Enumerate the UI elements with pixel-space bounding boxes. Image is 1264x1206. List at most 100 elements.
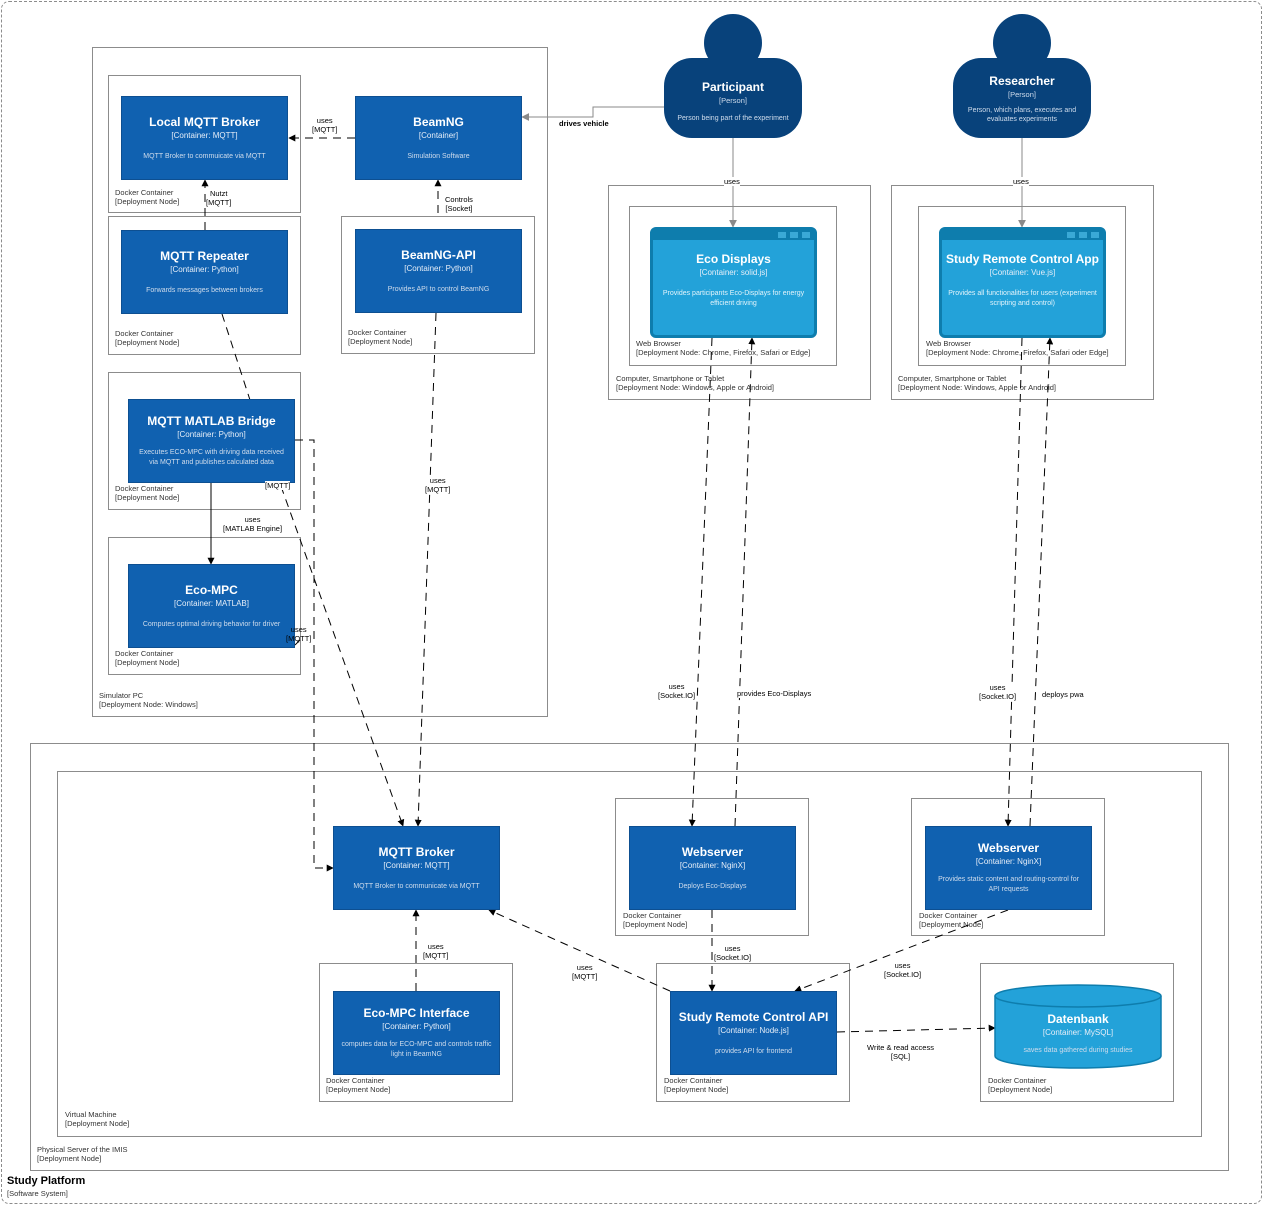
docker-label: Docker Container[Deployment Node] xyxy=(115,188,180,206)
docker-label: Docker Container[Deployment Node] xyxy=(664,1076,729,1094)
label-uses-researcher: uses xyxy=(1013,177,1029,186)
participant-type: [Person] xyxy=(719,96,747,105)
browser-right-label: Web Browser[Deployment Node: Chrome, Fir… xyxy=(926,339,1109,357)
mqtt-repeater[interactable]: MQTT Repeater [Container: Python] Forwar… xyxy=(121,230,288,314)
edge-displays-webserver xyxy=(688,337,713,827)
edge-api-mqtt-broker-2 xyxy=(488,909,671,992)
container-desc: Deploys Eco-Displays xyxy=(678,883,747,890)
mqtt-broker[interactable]: MQTT Broker [Container: MQTT] MQTT Broke… xyxy=(333,826,500,910)
system-title: Study Platform xyxy=(7,1175,86,1187)
virtual-machine-node xyxy=(57,771,1202,1137)
docker-node-remote-api xyxy=(656,963,850,1102)
container-type: [Container: solid.js] xyxy=(699,268,768,277)
container-desc: provides API for frontend xyxy=(714,1048,793,1055)
label-uses-mqtt-mpc: uses[MQTT] xyxy=(286,625,312,643)
container-desc: Computes optimal driving behavior for dr… xyxy=(142,621,281,628)
physical-server-node xyxy=(30,743,1229,1171)
study-remote-control-app[interactable]: Study Remote Control App [Container: Vue… xyxy=(939,227,1106,338)
docker-node-eco-mpc xyxy=(108,537,301,675)
mqtt-matlab-bridge[interactable]: MQTT MATLAB Bridge [Container: Python] E… xyxy=(128,399,295,483)
container-type: [Container: MATLAB] xyxy=(174,599,249,608)
edge-participant-beamng xyxy=(521,106,665,121)
docker-node-repeater xyxy=(108,216,301,355)
container-desc: saves data gathered during studies xyxy=(1023,1047,1133,1054)
simulator-pc-label: Simulator PC[Deployment Node: Windows] xyxy=(99,691,198,709)
label-uses-socketio-displays: uses[Socket.IO] xyxy=(658,682,696,700)
label-uses-mqtt: uses[MQTT] xyxy=(312,116,338,134)
docker-node-webserver2 xyxy=(911,798,1105,936)
container-name: Eco-MPC xyxy=(185,583,238,597)
container-type: [Container: Python] xyxy=(404,264,473,273)
edge-app-webserver2 xyxy=(1004,337,1023,827)
participant-person[interactable]: Participant [Person] Person being part o… xyxy=(664,58,802,138)
beamng[interactable]: BeamNG [Container] Simulation Software xyxy=(355,96,522,180)
edge-webserver2-api xyxy=(794,909,1009,993)
docker-label: Docker Container[Deployment Node] xyxy=(115,649,180,667)
label-uses-socketio-webserver2: uses[Socket.IO] xyxy=(884,961,922,979)
docker-node-matlab-bridge xyxy=(108,372,301,510)
local-mqtt-broker[interactable]: Local MQTT Broker [Container: MQTT] MQTT… xyxy=(121,96,288,180)
datenbank[interactable]: Datenbank [Container: MySQL] saves data … xyxy=(994,984,1162,1070)
edge-bridge-mqtt-broker xyxy=(295,439,334,872)
label-drives-vehicle: drives vehicle xyxy=(559,119,609,128)
container-name: MQTT Broker xyxy=(378,845,455,859)
eco-mpc[interactable]: Eco-MPC [Container: MATLAB] Computes opt… xyxy=(128,564,295,648)
container-desc: Forwards messages between brokers xyxy=(146,287,263,294)
browser-bar-icon xyxy=(653,230,814,240)
container-type: [Container: MQTT] xyxy=(383,861,450,870)
study-remote-control-api[interactable]: Study Remote Control API [Container: Nod… xyxy=(670,991,837,1075)
webserver-remote-control[interactable]: Webserver [Container: NginX] Provides st… xyxy=(925,826,1092,910)
edge-webserver2-app xyxy=(1029,337,1054,827)
label-uses-socketio-webserver1: uses[Socket.IO] xyxy=(714,944,752,962)
container-desc: Provides static content and routing-cont… xyxy=(938,876,1079,893)
container-type: [Container: MQTT] xyxy=(171,131,238,140)
container-desc: MQTT Broker to commuicate via MQTT xyxy=(143,153,266,160)
container-name: Eco Displays xyxy=(696,252,771,266)
container-name: Datenbank xyxy=(1047,1012,1109,1026)
eco-mpc-interface[interactable]: Eco-MPC Interface [Container: Python] co… xyxy=(333,991,500,1075)
simulator-pc-node xyxy=(92,47,548,717)
container-type: [Container: NginX] xyxy=(975,857,1042,866)
docker-node-beamng-api xyxy=(341,216,535,354)
docker-node-database xyxy=(980,963,1174,1102)
docker-node-webserver1 xyxy=(615,798,809,936)
participant-name: Participant xyxy=(701,80,764,94)
docker-label: Docker Container[Deployment Node] xyxy=(623,911,688,929)
container-desc: Simulation Software xyxy=(407,153,470,160)
container-desc: Provides all functionalities for users (… xyxy=(948,290,1097,307)
docker-label: Docker Container[Deployment Node] xyxy=(326,1076,391,1094)
label-provides-eco-displays: provides Eco-Displays xyxy=(737,689,812,698)
container-type: [Container] xyxy=(418,131,459,140)
label-nutzt-mqtt: Nutzt[MQTT] xyxy=(206,189,232,207)
container-type: [Container: Vue.js] xyxy=(989,268,1056,277)
container-name: Study Remote Control API xyxy=(678,1010,829,1024)
edge-api-mqtt-broker xyxy=(414,312,437,827)
label-uses-participant: uses xyxy=(724,177,740,186)
label-uses-mqtt-api: uses[MQTT] xyxy=(425,476,451,494)
container-type: [Container: Python] xyxy=(177,430,246,439)
container-name: BeamNG xyxy=(413,115,464,129)
container-desc: Provides participants Eco-Displays for e… xyxy=(662,290,805,307)
computer-right-label: Computer, Smartphone or Tablet[Deploymen… xyxy=(898,374,1057,392)
researcher-person[interactable]: Researcher [Person] Person, which plans,… xyxy=(953,58,1091,138)
container-name: BeamNG-API xyxy=(401,248,476,262)
edge-api-db xyxy=(836,1024,996,1033)
container-name: MQTT MATLAB Bridge xyxy=(147,414,276,428)
container-desc: Provides API to control BeamNG xyxy=(387,286,490,293)
container-type: [Container: Node.js] xyxy=(718,1026,789,1035)
container-name: Study Remote Control App xyxy=(946,252,1099,266)
beamng-api[interactable]: BeamNG-API [Container: Python] Provides … xyxy=(355,229,522,313)
researcher-desc: Person, which plans, executes and evalua… xyxy=(967,107,1077,123)
docker-node-eco-mpc-interface xyxy=(319,963,513,1102)
label-uses-mqtt-api-broker: uses[MQTT] xyxy=(572,963,598,981)
webserver-eco-displays[interactable]: Webserver [Container: NginX] Deploys Eco… xyxy=(629,826,796,910)
container-name: MQTT Repeater xyxy=(160,249,249,263)
container-name: Eco-MPC Interface xyxy=(363,1006,470,1020)
docker-label: Docker Container[Deployment Node] xyxy=(348,328,413,346)
container-desc: computes data for ECO-MPC and controls t… xyxy=(341,1041,492,1058)
eco-displays[interactable]: Eco Displays [Container: solid.js] Provi… xyxy=(650,227,817,338)
container-desc: MQTT Broker to communicate via MQTT xyxy=(353,883,480,890)
browser-left-label: Web Browser[Deployment Node: Chrome, Fir… xyxy=(636,339,811,357)
